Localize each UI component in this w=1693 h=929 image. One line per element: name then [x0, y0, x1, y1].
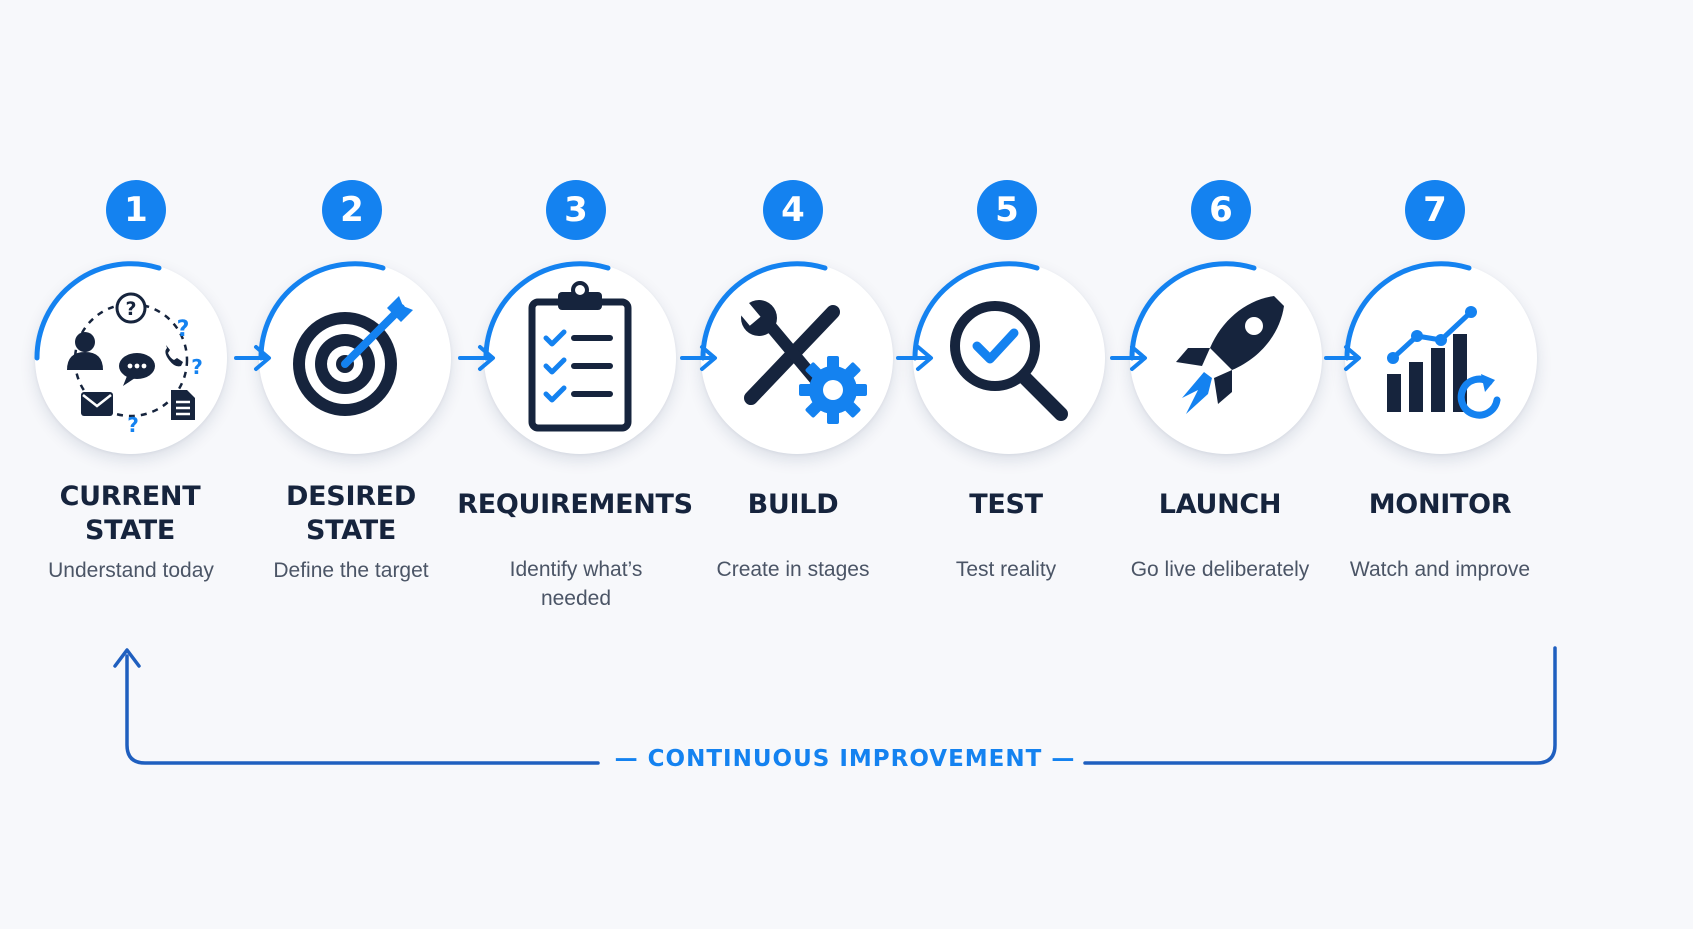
step-7-description: Watch and improve — [1349, 558, 1531, 581]
step-2-description: Define the target — [273, 559, 429, 582]
rocket-icon — [1176, 296, 1284, 414]
step-1-title: CURRENT STATE — [59, 481, 201, 546]
step-5-number-badge: 5 — [977, 180, 1037, 240]
flow-arrow-3 — [680, 345, 717, 371]
step-6-description: Go live deliberately — [1130, 558, 1310, 581]
step-2-circle — [258, 261, 451, 454]
svg-text:?: ? — [191, 355, 203, 379]
continuous-improvement-label: — CONTINUOUS IMPROVEMENT — — [614, 746, 1076, 772]
step-6-circle — [1129, 261, 1322, 454]
magnifier-check-icon — [950, 301, 1068, 421]
step-4-title: BUILD — [747, 489, 839, 520]
step-5-title: TEST — [969, 489, 1043, 520]
flow-arrow-5 — [1110, 345, 1147, 371]
people-communication-icon: ? ? ? ? — [67, 292, 203, 437]
step-4-circle — [700, 261, 893, 454]
flow-arrow-6 — [1324, 345, 1361, 371]
step-1-number-badge: 1 — [106, 180, 166, 240]
checklist-icon — [528, 281, 632, 432]
step-7-number-badge: 7 — [1405, 180, 1465, 240]
step-2-number-badge: 2 — [322, 180, 382, 240]
step-3-title: REQUIREMENTS — [457, 489, 693, 520]
step-5-description: Test reality — [955, 558, 1057, 581]
step-7-title: MONITOR — [1368, 489, 1512, 520]
step-4-number-badge: 4 — [763, 180, 823, 240]
svg-text:?: ? — [177, 317, 190, 342]
target-icon — [293, 296, 413, 416]
step-1-circle: ? ? ? ? — [34, 261, 227, 454]
flow-arrow-4 — [896, 345, 933, 371]
step-6-title: LAUNCH — [1158, 489, 1282, 520]
step-4-description: Create in stages — [716, 558, 870, 581]
svg-text:?: ? — [127, 413, 139, 437]
step-3-circle — [483, 261, 676, 454]
loop-arrowhead — [113, 648, 141, 668]
svg-text:?: ? — [125, 298, 136, 320]
flow-arrow-2 — [458, 345, 495, 371]
step-2-title: DESIRED STATE — [286, 481, 416, 546]
tools-gear-icon — [735, 299, 867, 424]
step-1-description: Understand today — [48, 559, 214, 582]
step-3-description: Identify what’s needed — [509, 558, 643, 610]
step-6-number-badge: 6 — [1191, 180, 1251, 240]
flow-arrow-1 — [234, 345, 271, 371]
step-3-number-badge: 3 — [546, 180, 606, 240]
chart-refresh-icon — [1387, 306, 1501, 419]
